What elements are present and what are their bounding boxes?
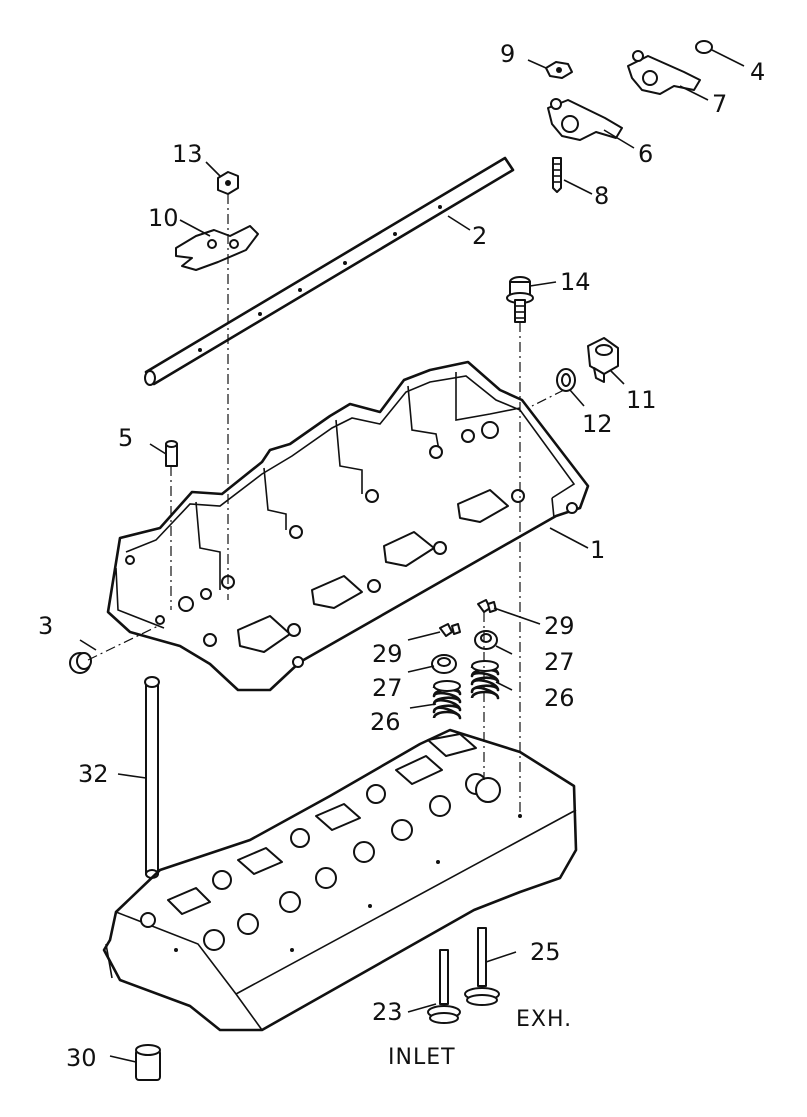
callout-3: 3: [38, 612, 53, 640]
plug-3: [69, 652, 92, 674]
callout-29-left: 29: [372, 640, 403, 668]
callout-6: 6: [638, 140, 653, 168]
adjusting-nut-9: [545, 61, 573, 79]
adjusting-screw-8: [552, 157, 562, 193]
callout-13: 13: [172, 140, 203, 168]
callout-8: 8: [594, 182, 609, 210]
plug-11: [587, 337, 619, 383]
callout-1: 1: [590, 536, 605, 564]
inlet-valve-23: [427, 949, 461, 1024]
dowel-30: [135, 1044, 161, 1081]
rocker-shaft: [144, 156, 515, 386]
callout-7: 7: [712, 90, 727, 118]
callout-2: 2: [472, 222, 487, 250]
valve-cotter-29-right: [477, 599, 497, 613]
callout-5: 5: [118, 424, 133, 452]
valve-spring-26-right: [470, 660, 500, 700]
callout-27-left: 27: [372, 674, 403, 702]
callout-27-right: 27: [544, 648, 575, 676]
callout-10: 10: [148, 204, 179, 232]
exhaust-caption: EXH.: [516, 1007, 572, 1032]
rocker-arm-6: [547, 98, 623, 141]
upper-head-casting-1: [106, 360, 590, 692]
valve-spring-26-left: [432, 680, 462, 720]
leader-lines: [79, 49, 745, 1063]
assembly-center-lines: [87, 194, 565, 818]
valve-cotter-29-left: [439, 623, 461, 637]
callout-25: 25: [530, 938, 561, 966]
rocker-arm-7: [627, 50, 701, 95]
callout-11: 11: [626, 386, 657, 414]
callout-29-right: 29: [544, 612, 575, 640]
callout-14: 14: [560, 268, 591, 296]
callout-30: 30: [66, 1044, 97, 1072]
callout-9: 9: [500, 40, 515, 68]
bolt-14: [506, 276, 534, 323]
washer-12: [556, 368, 576, 392]
dowel-pin-5: [165, 440, 178, 467]
callout-labels: 1 2 3 4 5 6 7 8 9 10 11 12 13 14 23 25 2…: [38, 40, 765, 1072]
callout-26-left: 26: [370, 708, 401, 736]
callout-26-right: 26: [544, 684, 575, 712]
bracket-10: [175, 225, 259, 271]
spring-retainer-27-right: [474, 630, 498, 650]
inlet-caption: INLET: [388, 1045, 456, 1070]
exhaust-valve-25: [464, 927, 500, 1006]
spring-retainer-27-left: [431, 654, 457, 674]
callout-12: 12: [582, 410, 613, 438]
cylinder-head-block: [102, 728, 578, 1032]
callout-23: 23: [372, 998, 403, 1026]
nut-13: [217, 171, 239, 195]
plug-4: [695, 40, 713, 54]
push-rod-32: [144, 676, 160, 879]
callout-4: 4: [750, 58, 765, 86]
callout-32: 32: [78, 760, 109, 788]
